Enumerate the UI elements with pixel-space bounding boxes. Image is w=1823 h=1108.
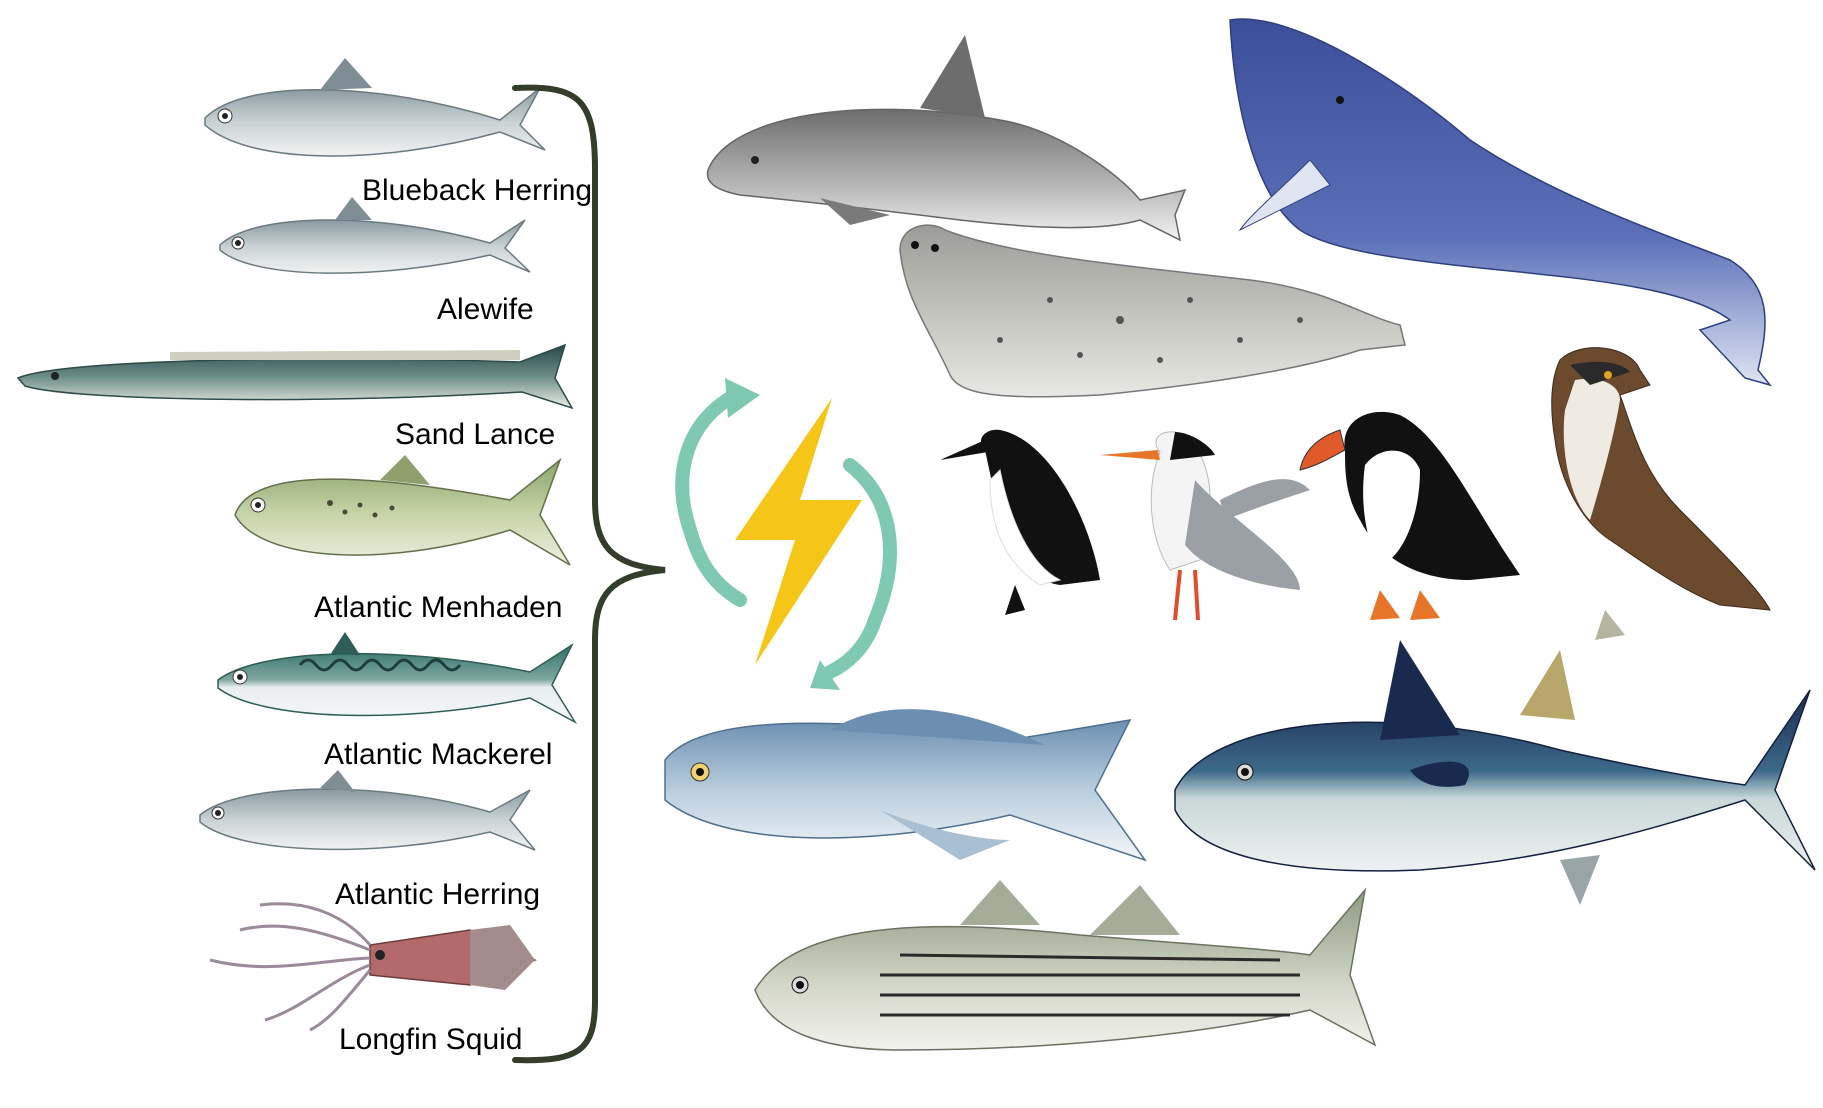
longfin-squid-label: Longfin Squid (339, 1023, 523, 1057)
energy-exchange-icon (682, 378, 890, 690)
alewife-label: Alewife (437, 293, 534, 327)
razorbill-illustration (940, 430, 1100, 615)
atlantic-menhaden-label: Atlantic Menhaden (314, 591, 563, 625)
atlantic-menhaden-illustration (235, 455, 570, 565)
blueback-herring-label: Blueback Herring (362, 174, 592, 208)
bluefish-illustration (665, 709, 1145, 860)
harbor-porpoise-illustration (707, 35, 1185, 240)
blueback-herring-illustration (205, 58, 545, 156)
osprey-illustration (1552, 348, 1770, 640)
atlantic-mackerel-label: Atlantic Mackerel (324, 738, 552, 772)
harbor-seal-illustration (900, 225, 1405, 397)
tern-illustration (1100, 432, 1310, 620)
sand-lance-label: Sand Lance (395, 418, 555, 452)
atlantic-herring-illustration (200, 770, 535, 850)
grouping-brace (515, 88, 665, 1061)
atlantic-puffin-illustration (1300, 412, 1520, 620)
striped-bass-illustration (755, 880, 1375, 1050)
atlantic-mackerel-illustration (218, 632, 575, 722)
longfin-squid-illustration (210, 904, 535, 1030)
atlantic-herring-label: Atlantic Herring (335, 878, 540, 912)
sand-lance-illustration (18, 345, 572, 408)
alewife-illustration (220, 197, 530, 273)
bluefin-tuna-illustration (1175, 640, 1815, 905)
